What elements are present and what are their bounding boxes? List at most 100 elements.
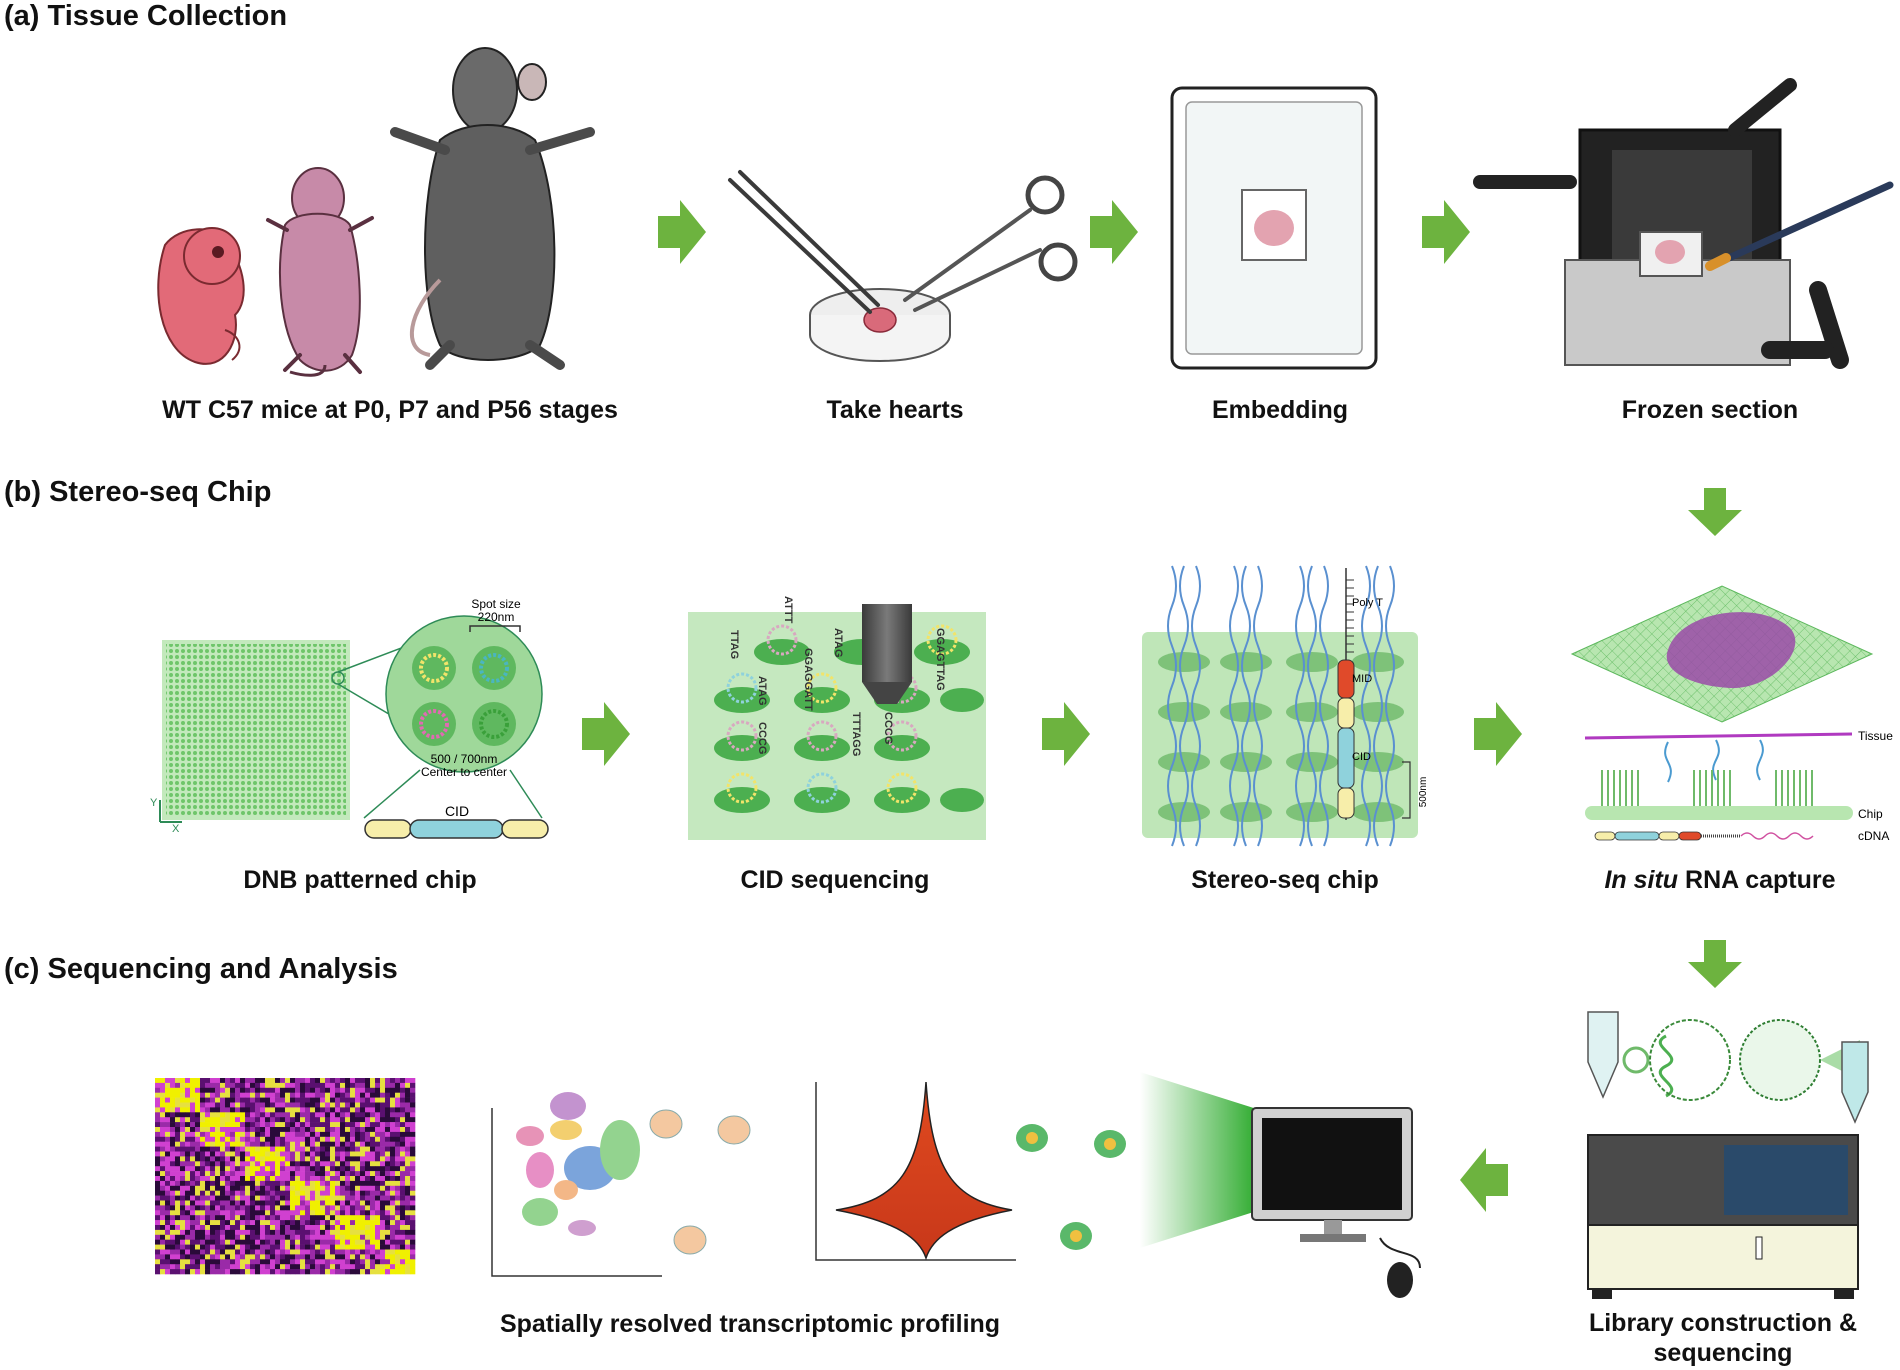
- heatmap-cell: [230, 1205, 236, 1211]
- heatmap-cell: [165, 1161, 171, 1167]
- heatmap-cell: [305, 1122, 311, 1128]
- heatmap-cell: [305, 1141, 311, 1147]
- heatmap-cell: [355, 1205, 361, 1211]
- heatmap-cell: [255, 1171, 261, 1177]
- heatmap-cell: [165, 1122, 171, 1128]
- heatmap-cell: [220, 1078, 226, 1084]
- heatmap-cell: [385, 1244, 391, 1250]
- heatmap-cell: [195, 1234, 201, 1240]
- heatmap-cell: [325, 1107, 331, 1113]
- heatmap-cell: [240, 1146, 246, 1152]
- heatmap-cell: [260, 1078, 266, 1084]
- heatmap-cell: [240, 1112, 246, 1118]
- heatmap-cell: [365, 1244, 371, 1250]
- heatmap-cell: [340, 1127, 346, 1133]
- tube-icon: [1841, 1041, 1869, 1124]
- heatmap-cell: [330, 1180, 336, 1187]
- heatmap-cell: [330, 1200, 336, 1206]
- heatmap-cell: [315, 1107, 321, 1113]
- heatmap-cell: [275, 1102, 281, 1108]
- heatmap-cell: [155, 1200, 161, 1206]
- heatmap-cell: [225, 1264, 231, 1270]
- heatmap-cell: [265, 1092, 271, 1098]
- heatmap-cell: [190, 1122, 196, 1128]
- heatmap-cell: [170, 1141, 176, 1147]
- heatmap-cell: [260, 1082, 266, 1089]
- heatmap-cell: [305, 1264, 311, 1270]
- heatmap-cell: [400, 1122, 406, 1128]
- stereo-seq-chip-illustration: [1142, 565, 1418, 847]
- heatmap-cell: [385, 1107, 391, 1113]
- heatmap-cell: [335, 1107, 341, 1113]
- heatmap-cell: [265, 1210, 271, 1216]
- heatmap-cell: [235, 1171, 241, 1177]
- heatmap-cell: [190, 1097, 196, 1103]
- heatmap-cell: [180, 1097, 186, 1103]
- heatmap-cell: [270, 1156, 276, 1162]
- heatmap-cell: [400, 1195, 406, 1201]
- heatmap-cell: [245, 1215, 251, 1221]
- heatmap-cell: [180, 1190, 186, 1196]
- heatmap-cell: [210, 1259, 216, 1265]
- heatmap-cell: [185, 1234, 191, 1240]
- heatmap-cell: [325, 1234, 331, 1240]
- heatmap-cell: [335, 1229, 341, 1236]
- mid-label: MID: [1352, 673, 1372, 685]
- heatmap-cell: [165, 1102, 171, 1108]
- heatmap-cell: [370, 1205, 376, 1211]
- heatmap-cell: [260, 1097, 266, 1103]
- heatmap-cell: [250, 1078, 256, 1084]
- heatmap-cell: [160, 1146, 166, 1152]
- heatmap-cell: [260, 1161, 266, 1167]
- heatmap-cell: [275, 1229, 281, 1236]
- heatmap-cell: [165, 1244, 171, 1250]
- heatmap-cell: [370, 1244, 376, 1250]
- heatmap-cell: [290, 1161, 296, 1167]
- heatmap-cell: [260, 1087, 266, 1093]
- heatmap-cell: [240, 1239, 246, 1245]
- heatmap-cell: [285, 1127, 291, 1133]
- heatmap-cell: [305, 1225, 311, 1231]
- heatmap-cell: [370, 1220, 376, 1226]
- heatmap-cell: [285, 1176, 291, 1182]
- heatmap-cell: [185, 1215, 191, 1221]
- heatmap-cell: [245, 1092, 251, 1098]
- heatmap-cell: [200, 1127, 206, 1133]
- heatmap-cell: [250, 1254, 256, 1260]
- heatmap-cell: [405, 1229, 411, 1236]
- heatmap-cell: [400, 1205, 406, 1211]
- heatmap-cell: [335, 1171, 341, 1177]
- cryostat-illustration: [1473, 78, 1894, 369]
- heatmap-cell: [350, 1078, 356, 1084]
- heatmap-cell: [220, 1166, 226, 1172]
- heatmap-cell: [175, 1078, 181, 1084]
- heatmap-cell: [205, 1097, 211, 1103]
- nm500-label: 500nm: [1418, 777, 1429, 808]
- heatmap-cell: [400, 1254, 406, 1260]
- heatmap-cell: [250, 1259, 256, 1265]
- heatmap-cell: [270, 1215, 276, 1221]
- heatmap-cell: [175, 1122, 181, 1128]
- heatmap-cell: [385, 1229, 391, 1236]
- heatmap-cell: [365, 1117, 371, 1123]
- heatmap-cell: [205, 1190, 211, 1196]
- caption-mice: WT C57 mice at P0, P7 and P56 stages: [162, 396, 618, 424]
- heatmap-cell: [380, 1131, 386, 1138]
- arrow-down-icon: [1688, 940, 1742, 988]
- heatmap-cell: [370, 1225, 376, 1231]
- heatmap-cell: [245, 1200, 251, 1206]
- heatmap-cell: [185, 1205, 191, 1211]
- heatmap-cell: [160, 1264, 166, 1270]
- heatmap-cell: [280, 1112, 286, 1118]
- heatmap-cell: [205, 1102, 211, 1108]
- heatmap-cell: [295, 1215, 301, 1221]
- heatmap-cell: [270, 1259, 276, 1265]
- heatmap-cell: [260, 1166, 266, 1172]
- heatmap-cell: [170, 1097, 176, 1103]
- caption-stereo-chip: Stereo-seq chip: [1191, 866, 1379, 894]
- heatmap-cell: [395, 1166, 401, 1172]
- heatmap-cell: [320, 1195, 326, 1201]
- heatmap-cell: [315, 1229, 321, 1236]
- heatmap-cell: [220, 1131, 226, 1138]
- heatmap-cell: [225, 1171, 231, 1177]
